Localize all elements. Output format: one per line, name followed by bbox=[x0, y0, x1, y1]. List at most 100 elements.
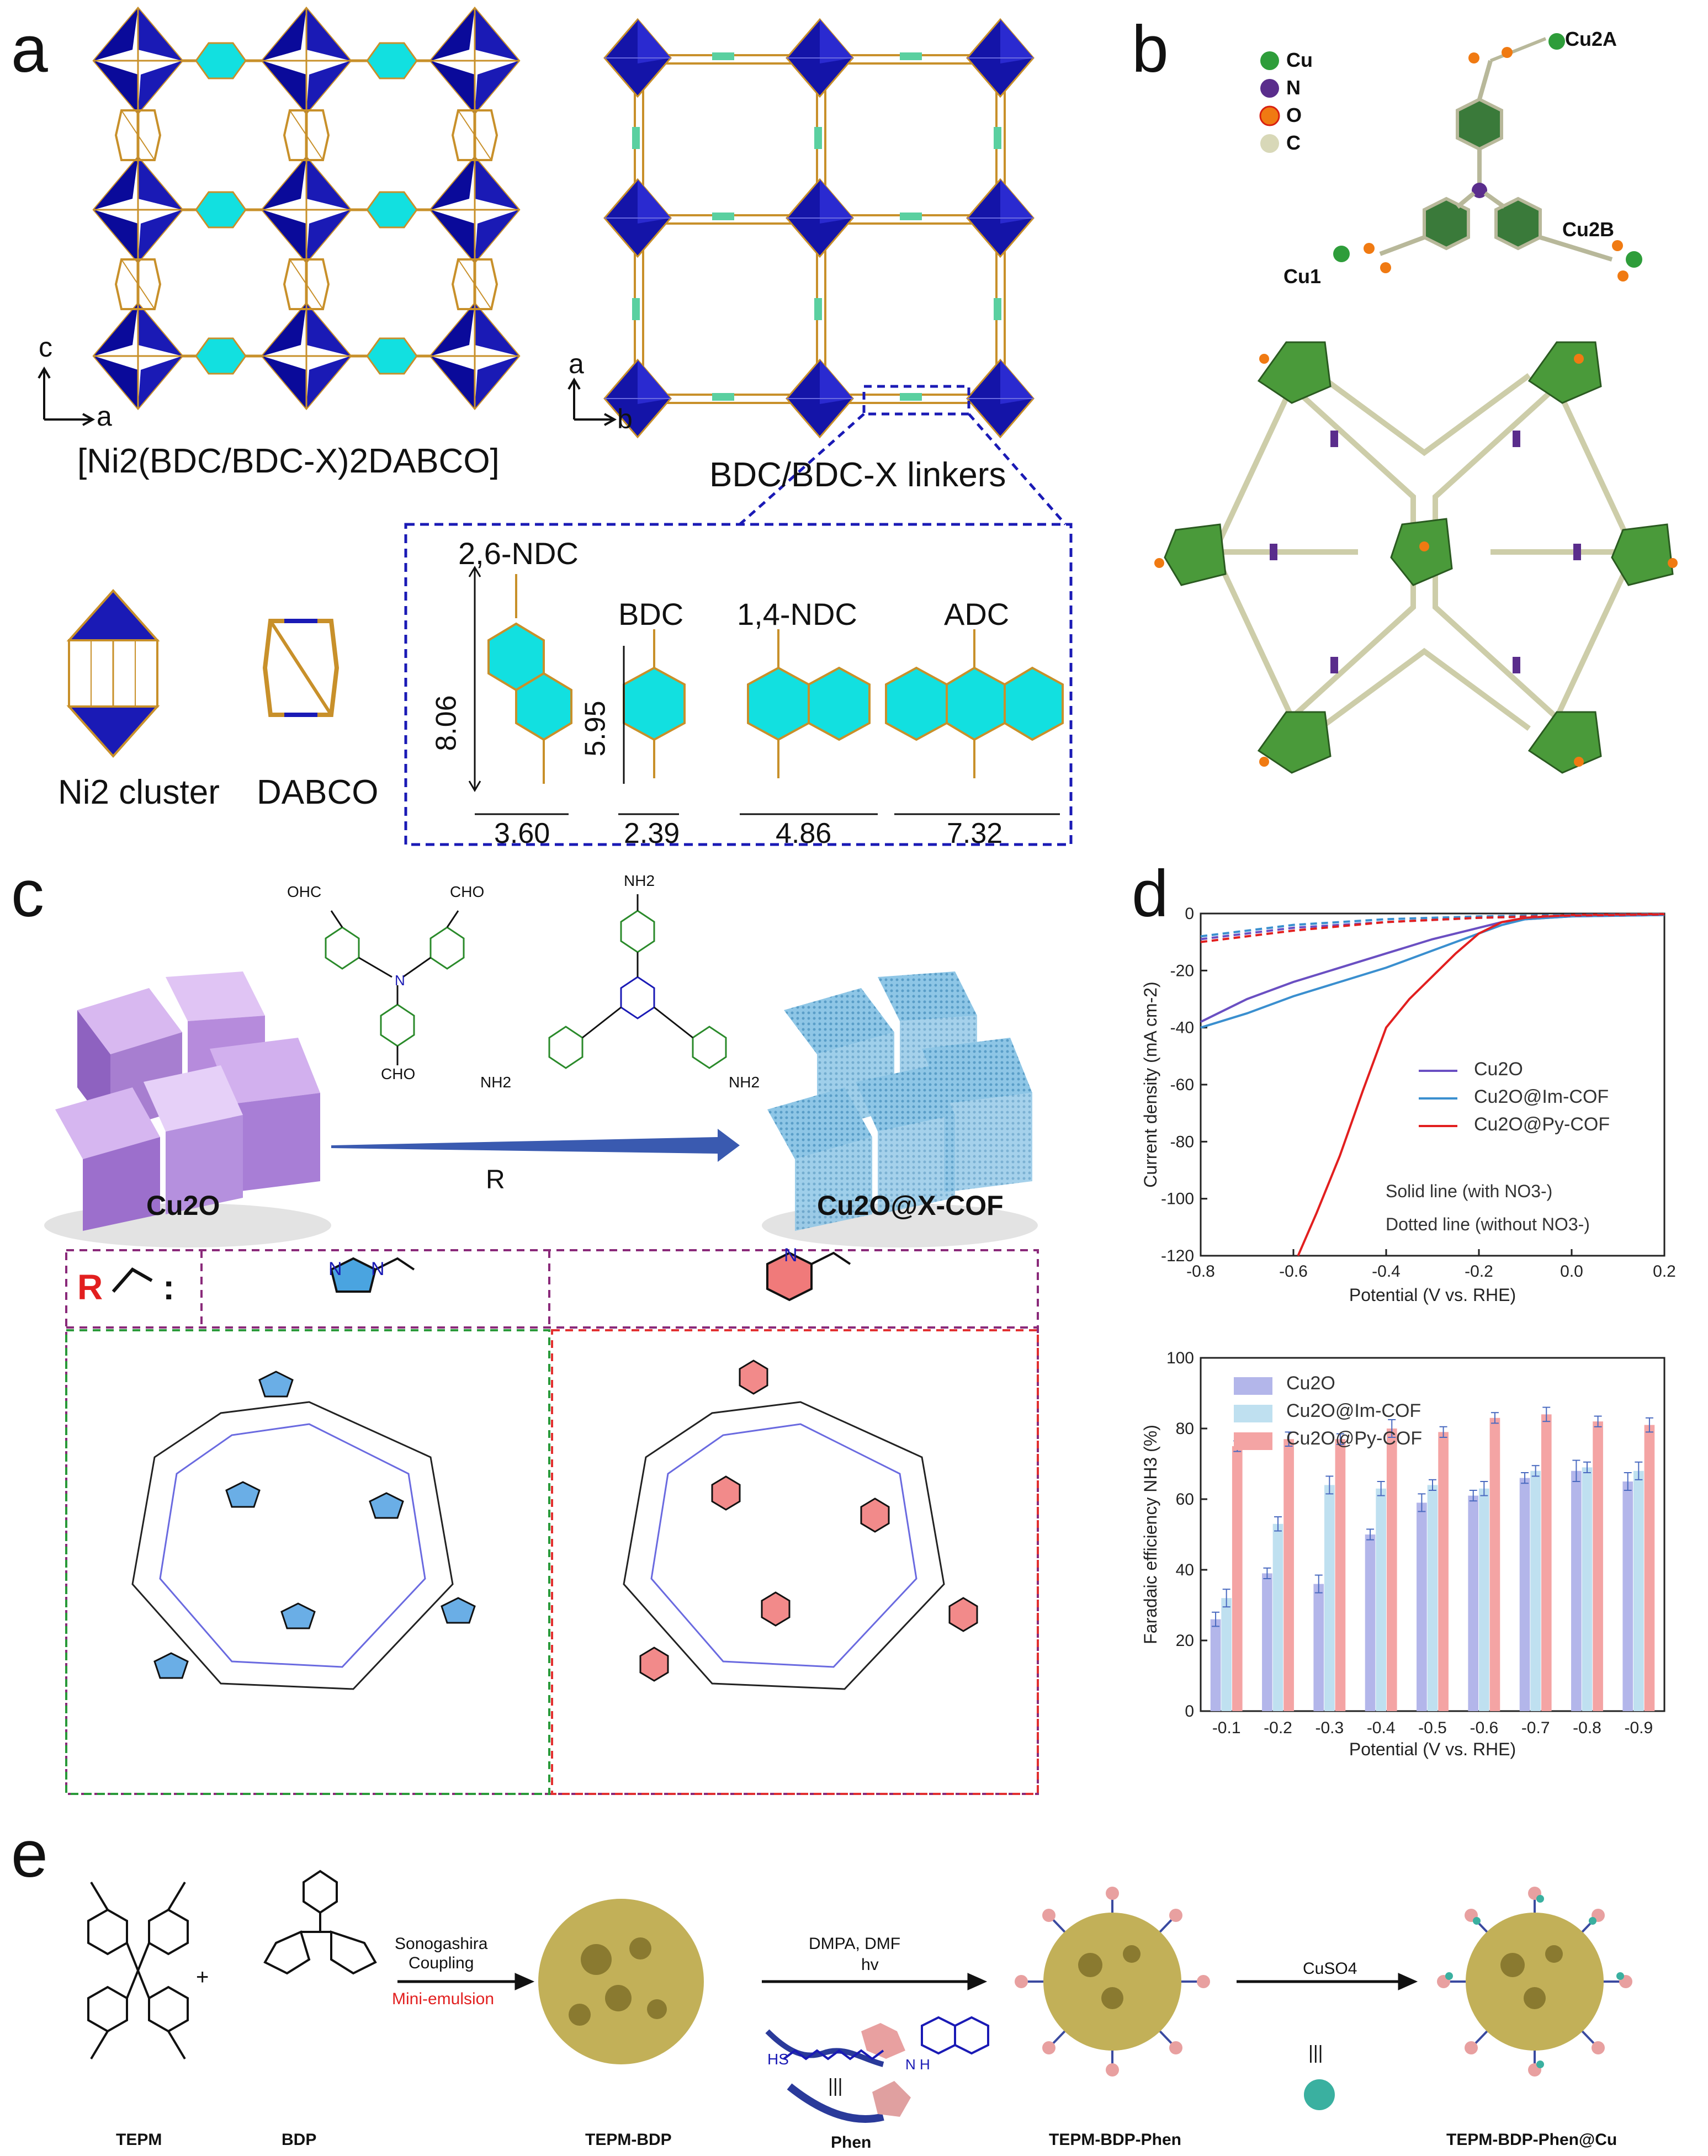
panel-letter-b: b bbox=[1132, 12, 1169, 86]
cu2o-cof-particle-drawing bbox=[762, 971, 1038, 1247]
legend-label-o: O bbox=[1286, 104, 1302, 126]
ligand-drawing bbox=[1333, 33, 1642, 282]
cof-synthesis-drawing: N N N bbox=[44, 894, 1039, 1795]
x-tick-label: -0.9 bbox=[1624, 1719, 1653, 1737]
y-tick-label: -20 bbox=[1170, 962, 1194, 980]
y-tick-label: -40 bbox=[1170, 1019, 1194, 1037]
tepm-molecule bbox=[87, 1881, 189, 2060]
y-tick-label: 0 bbox=[1185, 1702, 1194, 1720]
x-tick-label: -0.6 bbox=[1279, 1262, 1308, 1281]
linker-name: ADC bbox=[944, 597, 1010, 631]
reagent-r-label: R bbox=[486, 1165, 505, 1194]
bar bbox=[1571, 1470, 1582, 1711]
step2-text: DMPA, DMF bbox=[809, 1935, 901, 1953]
mof-structure-drawing bbox=[1154, 33, 1678, 774]
x-tick-label: -0.4 bbox=[1372, 1262, 1401, 1281]
x-tick-label: 0.2 bbox=[1653, 1262, 1676, 1281]
legend-ball bbox=[1260, 79, 1279, 98]
y-axis-label: Faradaic efficiency NH3 (%) bbox=[1141, 1425, 1160, 1644]
linker-width: 3.60 bbox=[494, 817, 550, 849]
linker-width: 2.39 bbox=[624, 817, 680, 849]
amine-molecule bbox=[548, 894, 727, 1069]
compound-label: BDP bbox=[282, 2131, 317, 2149]
aldehyde-label: OHC bbox=[287, 883, 322, 900]
step1-text: Sonogashira bbox=[395, 1935, 488, 1953]
amine-label: NH2 bbox=[480, 1074, 512, 1091]
linker-name: 2,6-NDC bbox=[458, 536, 579, 571]
lsv-legend-label: Cu2O bbox=[1474, 1059, 1523, 1080]
compound-label: TEPM-BDP-Phen bbox=[1049, 2131, 1181, 2149]
mof-framework-drawing bbox=[1154, 341, 1678, 774]
x-tick-label: -0.4 bbox=[1367, 1719, 1396, 1737]
legend-swatch bbox=[1234, 1432, 1272, 1450]
panel-c: N N N bbox=[0, 850, 1110, 1799]
axes-ca bbox=[38, 367, 96, 426]
cof-im-framework bbox=[131, 1371, 476, 1690]
framework-left bbox=[93, 7, 520, 410]
bar bbox=[1272, 1523, 1283, 1711]
compound-label: TEPM-BDP bbox=[585, 2131, 672, 2149]
bar bbox=[1479, 1488, 1489, 1711]
svg-text:N: N bbox=[328, 1258, 342, 1279]
bar bbox=[1365, 1534, 1376, 1711]
bar bbox=[1582, 1467, 1593, 1711]
y-tick-label: 60 bbox=[1176, 1490, 1194, 1509]
series-line bbox=[1200, 914, 1665, 1029]
fe-legend-label: Cu2O@Im-COF bbox=[1286, 1400, 1421, 1421]
atom-label: Cu2B bbox=[1562, 218, 1615, 241]
step1-condition: Mini-emulsion bbox=[392, 1990, 495, 2008]
amine-label: NH2 bbox=[729, 1074, 760, 1091]
x-tick-label: -0.8 bbox=[1186, 1262, 1215, 1281]
y-tick-label: -80 bbox=[1170, 1133, 1194, 1151]
svg-text:N: N bbox=[784, 1245, 798, 1266]
svg-text:N: N bbox=[371, 1258, 385, 1279]
legend-swatch bbox=[1234, 1405, 1272, 1422]
axis-label-b: b bbox=[617, 403, 633, 434]
tepm-bdp-phen-particle bbox=[1015, 1887, 1210, 2077]
framework-right-label: BDC/BDC-X linkers bbox=[709, 456, 1006, 494]
panel-a: c a a b [Ni2(BDC/BDC-X)2DABCO] BDC/BDC-X… bbox=[0, 0, 1126, 850]
plot-frame bbox=[1200, 912, 1665, 1257]
phen-molecule bbox=[765, 2016, 989, 2123]
linker-box bbox=[404, 523, 1073, 846]
x-tick-label: 0.0 bbox=[1560, 1262, 1583, 1281]
hs-label: HS bbox=[767, 2051, 789, 2068]
equivalence-mark: ||| bbox=[1308, 2042, 1323, 2063]
panel-b: Cu N O C Cu2A Cu2B Cu1 bbox=[1126, 0, 1708, 850]
x-tick-label: -0.8 bbox=[1573, 1719, 1601, 1737]
y-tick-label: 0 bbox=[1185, 905, 1194, 923]
polymer-synthesis-drawing bbox=[87, 1870, 1632, 2123]
bar bbox=[1324, 1485, 1335, 1711]
cof-table: N N N bbox=[65, 1245, 1039, 1795]
bdp-molecule bbox=[263, 1870, 377, 1975]
legend-ball bbox=[1259, 105, 1280, 126]
aldehyde-molecule: N bbox=[325, 910, 465, 1065]
bar bbox=[1221, 1598, 1232, 1711]
tepm-bdp-particle bbox=[538, 1899, 704, 2064]
amine-label: NH2 bbox=[624, 872, 655, 889]
compound-label: TEPM-BDP-Phen@Cu bbox=[1446, 2131, 1617, 2149]
legend-swatch bbox=[1234, 1377, 1272, 1395]
bar bbox=[1489, 1417, 1500, 1711]
dabco-label: DABCO bbox=[257, 773, 379, 811]
compound-label: Phen bbox=[831, 2133, 872, 2152]
series-line bbox=[1200, 913, 1665, 943]
y-axis-label: Current density (mA cm-2) bbox=[1141, 981, 1160, 1187]
axis-label-a-right: a bbox=[569, 348, 584, 379]
equivalence-mark: ||| bbox=[828, 2075, 843, 2096]
lsv-note: Dotted line (without NO3-) bbox=[1386, 1214, 1590, 1234]
x-tick-label: -0.2 bbox=[1264, 1719, 1292, 1737]
linker-bdc-drawing bbox=[618, 629, 686, 815]
cu2o-cof-label: Cu2O@X-COF bbox=[817, 1190, 1004, 1221]
reaction-arrow bbox=[331, 1129, 740, 1162]
panel-e: TEPM BDP TEPM-BDP Phen TEPM-BDP-Phen TEP… bbox=[0, 1799, 1708, 2153]
legend-ball bbox=[1260, 51, 1279, 70]
cu-ball bbox=[1304, 2079, 1335, 2110]
linker-adc-drawing bbox=[885, 629, 1064, 815]
framework-drawings bbox=[38, 7, 1073, 846]
bar bbox=[1313, 1584, 1324, 1711]
bar bbox=[1283, 1439, 1294, 1711]
bar bbox=[1262, 1573, 1272, 1711]
